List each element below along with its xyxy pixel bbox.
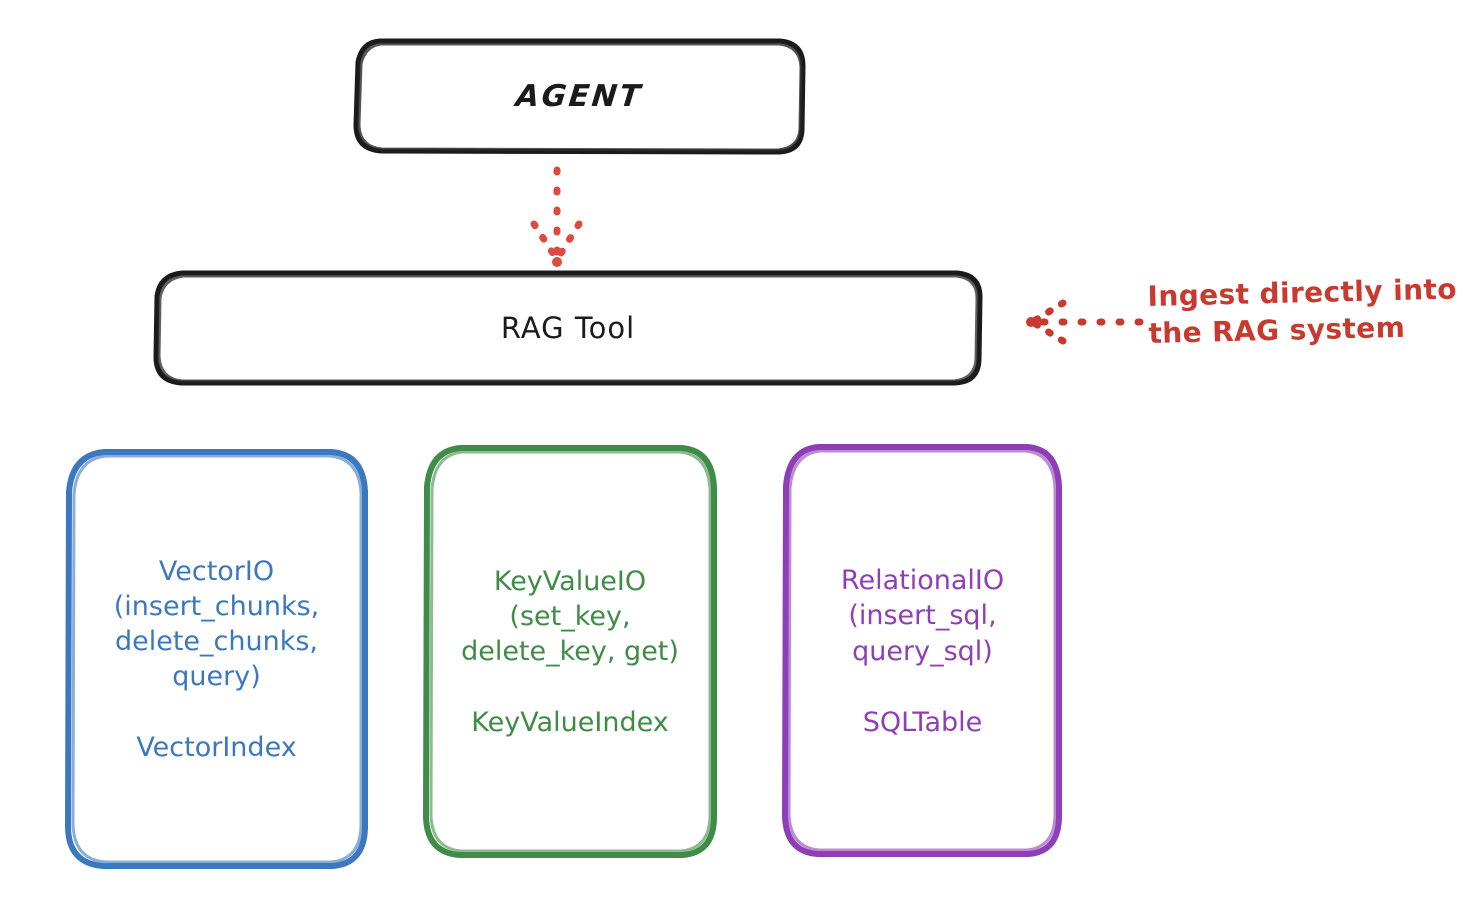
ingest-annotation-text: Ingest directly into the RAG system: [1147, 272, 1458, 350]
agent-box-outline: [353, 38, 806, 155]
keyvalueio-node-subtitle: KeyValueIndex: [471, 707, 669, 739]
vectorio-box-outline: [65, 449, 368, 869]
relationalio-node-label: RelationalIO (insert_sql, query_sql): [840, 565, 1005, 667]
rag-tool-box-outline: [153, 270, 983, 386]
relationalio-box-outline: [782, 444, 1062, 857]
agent-node-label: AGENT: [513, 79, 645, 114]
relationalio-node[interactable]: RelationalIO (insert_sql, query_sql) SQL…: [785, 445, 1060, 856]
connector-ingest-to-rag-tool: [1026, 299, 1144, 345]
keyvalueio-box-outline: [423, 445, 717, 858]
keyvalueio-node[interactable]: KeyValueIO (set_key, delete_key, get) Ke…: [425, 446, 715, 856]
vectorio-node[interactable]: VectorIO (insert_chunks, delete_chunks, …: [68, 450, 365, 867]
vectorio-node-subtitle: VectorIndex: [136, 732, 297, 764]
relationalio-node-subtitle: SQLTable: [862, 706, 983, 738]
rag-tool-node[interactable]: RAG Tool: [156, 272, 980, 384]
keyvalueio-node-label: KeyValueIO (set_key, delete_key, get): [461, 565, 679, 668]
connector-agent-to-rag-tool: [530, 166, 583, 267]
agent-node[interactable]: AGENT: [355, 40, 803, 153]
rag-tool-node-label: RAG Tool: [500, 311, 636, 345]
vectorio-node-label: VectorIO (insert_chunks, delete_chunks, …: [113, 555, 320, 693]
